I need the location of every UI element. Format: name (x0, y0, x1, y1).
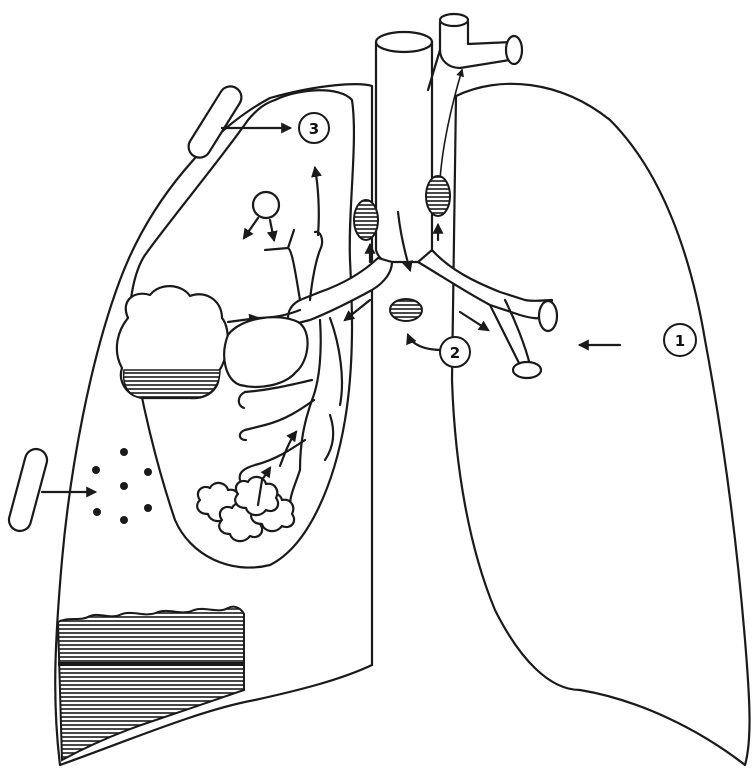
arrow-left-bronchus (460, 312, 488, 330)
arrow-upward-bronchiole (280, 432, 296, 466)
arrow-to-subcarinal (408, 335, 442, 350)
external-probe-upper (184, 82, 290, 162)
label-3-marker: 3 (299, 113, 329, 143)
label-2-marker: 2 (440, 337, 470, 367)
label-2-text: 2 (450, 344, 460, 362)
lymph-node-left-paratracheal (426, 176, 450, 216)
lymph-node-right-paratracheal (354, 200, 378, 240)
trachea (376, 32, 432, 262)
alveolar-clusters (197, 468, 294, 541)
left-lung-outline (452, 84, 750, 765)
left-bronchial-tree (418, 250, 557, 378)
label-1-text: 1 (675, 332, 685, 350)
label-1-marker: 1 (664, 324, 696, 356)
mass-fluid-level (124, 370, 220, 398)
great-vessels (428, 14, 522, 180)
scattered-nodules (92, 448, 152, 524)
small-nodule (244, 192, 279, 240)
pleural-effusion (58, 607, 244, 760)
lymph-node-subcarinal (390, 299, 422, 321)
adjacent-cavity (224, 317, 307, 387)
cavitary-mass (117, 286, 228, 398)
external-probe-lower (7, 447, 95, 534)
label-3-text: 3 (309, 120, 319, 138)
arrow-to-label-3 (315, 168, 319, 235)
